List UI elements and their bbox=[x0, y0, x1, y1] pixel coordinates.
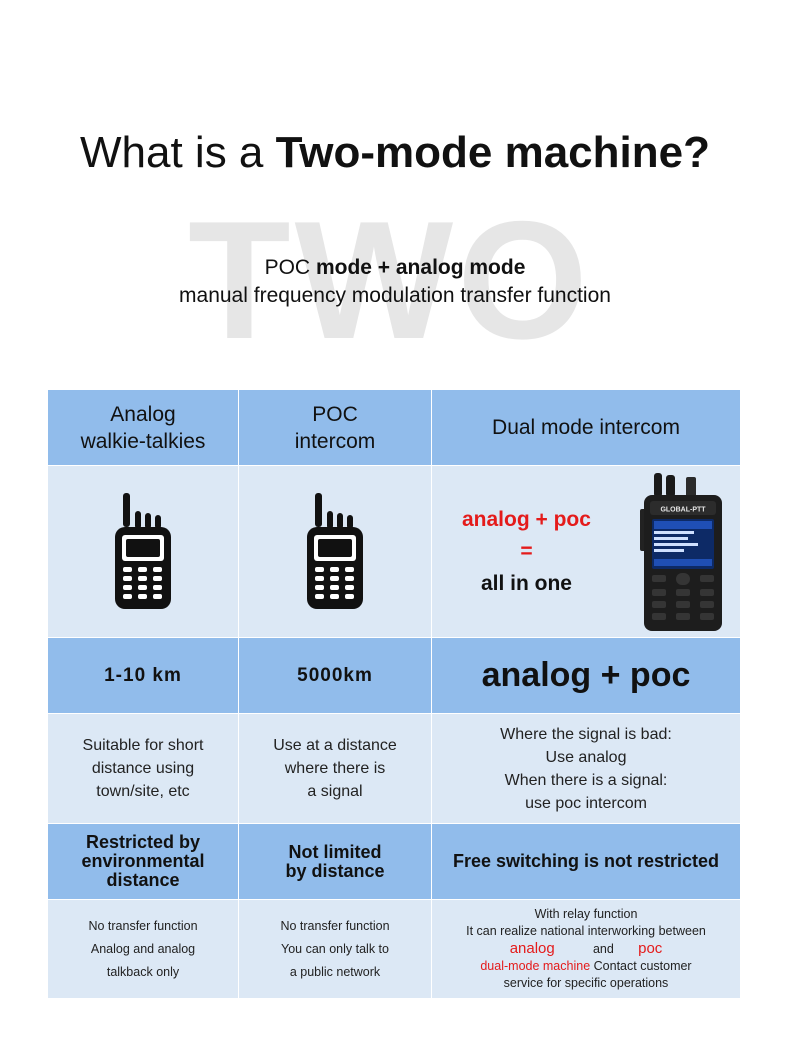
notes-dual-line4: dual-mode machine Contact customer bbox=[466, 958, 706, 975]
notes-dual-line5: service for specific operations bbox=[503, 976, 669, 990]
col-header-analog: Analog walkie-talkies bbox=[48, 390, 239, 465]
walkie-talkie-icon bbox=[115, 492, 171, 609]
notes-dual-rest-text: Contact customer bbox=[593, 959, 692, 973]
table-image-row: analog + poc = all in one GLOBAL-PTT bbox=[48, 466, 740, 638]
description-analog-line: distance using bbox=[91, 760, 195, 777]
feature-poc: Not limited by distance bbox=[239, 824, 432, 899]
distance-poc: 5000km bbox=[239, 638, 432, 713]
feature-analog-line: environmental bbox=[81, 851, 205, 871]
analog-walkie-talkie-icon bbox=[48, 466, 239, 637]
description-dual-line: Use analog bbox=[545, 748, 627, 766]
col-header-poc: POC intercom bbox=[239, 390, 432, 465]
notes-analog-line: talkback only bbox=[106, 964, 180, 979]
notes-poc: No transfer function You can only talk t… bbox=[239, 900, 432, 998]
description-dual-line: use poc intercom bbox=[525, 794, 647, 812]
description-poc: Use at a distance where there is a signa… bbox=[239, 714, 432, 823]
notes-dual-line3: analog and poc bbox=[466, 940, 706, 958]
title-prefix: What is a bbox=[80, 128, 264, 177]
notes-row: No transfer function Analog and analog t… bbox=[48, 900, 740, 998]
col-header-dual-label: Dual mode intercom bbox=[492, 416, 680, 439]
notes-poc-line: No transfer function bbox=[280, 918, 390, 933]
feature-poc-line: Not limited bbox=[288, 841, 382, 862]
feature-poc-line: by distance bbox=[285, 860, 385, 881]
feature-dual: Free switching is not restricted bbox=[432, 824, 740, 899]
notes-analog-line: No transfer function bbox=[88, 918, 198, 933]
notes-dual-line1: With relay function bbox=[534, 907, 638, 921]
description-analog-line: town/site, etc bbox=[96, 783, 190, 800]
distance-row: 1-10 km 5000km analog + poc bbox=[48, 638, 740, 714]
distance-poc-value: 5000km bbox=[297, 664, 373, 686]
description-poc-line: a signal bbox=[307, 783, 363, 800]
dual-caption-line2: = bbox=[520, 539, 533, 563]
walkie-talkie-icon bbox=[307, 492, 363, 609]
dual-mode-caption: analog + poc = all in one bbox=[462, 504, 591, 600]
feature-row: Restricted by environmental distance Not… bbox=[48, 824, 740, 900]
background-word: TWO bbox=[188, 186, 592, 374]
poc-walkie-talkie-icon bbox=[239, 466, 432, 637]
description-dual-line: Where the signal is bad: bbox=[500, 725, 672, 743]
distance-analog-value: 1-10 km bbox=[104, 664, 182, 686]
description-dual: Where the signal is bad: Use analog When… bbox=[432, 714, 740, 823]
description-dual-line: When there is a signal: bbox=[504, 771, 668, 789]
feature-dual-line: Free switching is not restricted bbox=[452, 851, 720, 871]
table-header-row: Analog walkie-talkies POC intercom Dual … bbox=[48, 390, 740, 466]
notes-dual: With relay function It can realize natio… bbox=[432, 900, 740, 998]
col-header-analog-line1: Analog bbox=[110, 402, 176, 426]
feature-analog-line: distance bbox=[106, 870, 180, 890]
description-analog: Suitable for short distance using town/s… bbox=[48, 714, 239, 823]
notes-dual-red-text: dual-mode machine bbox=[480, 959, 591, 973]
col-header-poc-line2: intercom bbox=[294, 429, 376, 453]
notes-poc-line: a public network bbox=[289, 964, 381, 979]
notes-poc-line: You can only talk to bbox=[281, 941, 389, 956]
notes-analog-line: Analog and analog bbox=[90, 941, 196, 956]
description-poc-line: where there is bbox=[284, 760, 386, 777]
distance-analog: 1-10 km bbox=[48, 638, 239, 713]
feature-analog: Restricted by environmental distance bbox=[48, 824, 239, 899]
dual-mode-cell: analog + poc = all in one GLOBAL-PTT bbox=[432, 466, 740, 637]
dual-caption-line3: all in one bbox=[480, 571, 572, 595]
notes-analog: No transfer function Analog and analog t… bbox=[48, 900, 239, 998]
notes-dual-line2: It can realize national interworking bet… bbox=[466, 924, 706, 938]
description-poc-line: Use at a distance bbox=[273, 737, 397, 754]
radio-brand-text: GLOBAL-PTT bbox=[660, 506, 706, 513]
subtitle-line2: manual frequency modulation transfer fun… bbox=[179, 284, 611, 307]
subtitle-modes: mode + analog mode bbox=[315, 256, 526, 279]
dual-mode-radio-image: GLOBAL-PTT bbox=[640, 472, 722, 631]
notes-dual-analog: analog bbox=[509, 940, 555, 957]
subtitle-poc: POC bbox=[264, 256, 311, 279]
subtitle-line1: POC mode + analog mode bbox=[0, 256, 790, 280]
description-analog-line: Suitable for short bbox=[82, 737, 204, 754]
col-header-analog-line2: walkie-talkies bbox=[80, 429, 206, 453]
dual-caption-line1: analog + poc bbox=[462, 507, 591, 531]
distance-dual-value: analog + poc bbox=[481, 656, 691, 694]
page-title: What is a Two-mode machine? bbox=[0, 128, 790, 178]
description-row: Suitable for short distance using town/s… bbox=[48, 714, 740, 824]
notes-dual-poc: poc bbox=[638, 940, 663, 957]
distance-dual: analog + poc bbox=[432, 638, 740, 713]
comparison-table: Analog walkie-talkies POC intercom Dual … bbox=[48, 390, 740, 998]
title-bold: Two-mode machine? bbox=[275, 128, 710, 177]
feature-analog-line: Restricted by bbox=[85, 832, 201, 852]
col-header-dual: Dual mode intercom bbox=[432, 390, 740, 465]
col-header-poc-line1: POC bbox=[312, 402, 358, 426]
notes-dual-and: and bbox=[592, 942, 614, 956]
